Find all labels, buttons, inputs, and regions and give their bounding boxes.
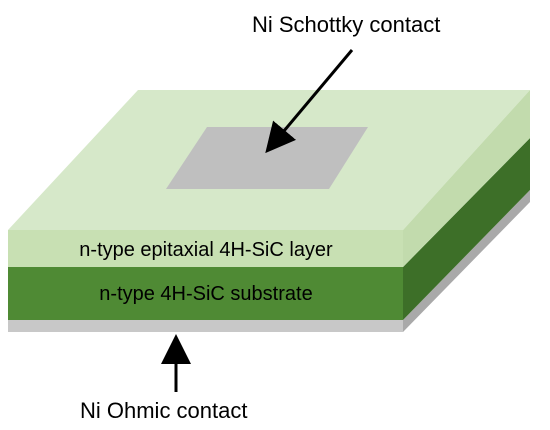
substrate-label: n-type 4H-SiC substrate bbox=[99, 283, 312, 305]
ohmic-contact-label: Ni Ohmic contact bbox=[80, 398, 248, 423]
epitaxial-layer-label: n-type epitaxial 4H-SiC layer bbox=[79, 239, 333, 261]
schottky-arrow bbox=[265, 49, 354, 154]
ohmic-contact-side bbox=[403, 190, 530, 332]
substrate-side bbox=[403, 138, 530, 320]
substrate-layer bbox=[8, 138, 530, 320]
schottky-contact-pad bbox=[166, 127, 368, 189]
substrate-front bbox=[8, 267, 403, 320]
epitaxial-layer-front bbox=[8, 230, 403, 267]
epitaxial-layer-side bbox=[403, 90, 530, 267]
ohmic-contact-layer bbox=[8, 190, 530, 332]
schottky-contact-label: Ni Schottky contact bbox=[252, 12, 440, 37]
ohmic-contact-front bbox=[8, 320, 403, 332]
